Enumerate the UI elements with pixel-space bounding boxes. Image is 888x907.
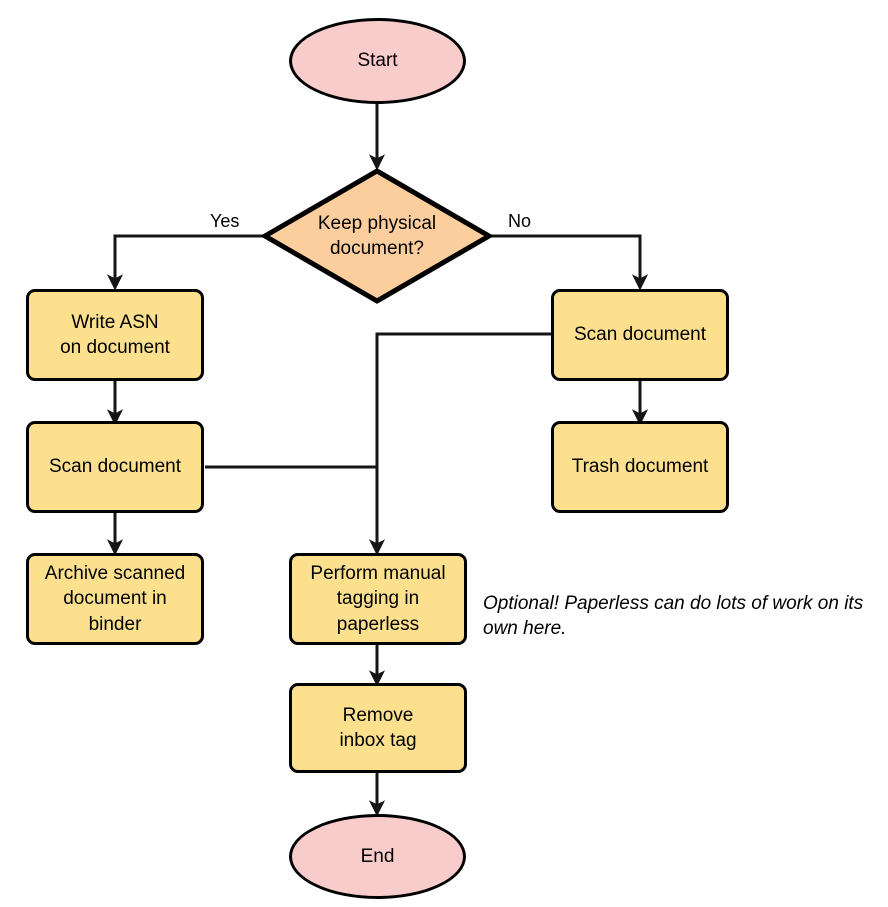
edge-decision-yes-to-write-asn — [106, 234, 265, 291]
diamond-shape — [262, 168, 492, 304]
node-decision-keep-physical-document[interactable]: Keep physical document? — [262, 168, 492, 304]
node-scan-document-right[interactable]: Scan document — [551, 289, 729, 381]
edge-scan-right-to-tagging — [368, 332, 552, 556]
edge-decision-no-to-scan-right — [489, 234, 649, 291]
node-scan-document-left[interactable]: Scan document — [26, 421, 204, 513]
node-archive-in-binder-label: Archive scanned document in binder — [44, 563, 186, 635]
node-scan-document-right-label: Scan document — [573, 324, 707, 346]
node-remove-inbox-tag-label: Remove inbox tag — [339, 704, 417, 751]
node-perform-manual-tagging[interactable]: Perform manual tagging in paperless — [289, 553, 467, 645]
node-end-label: End — [360, 845, 395, 867]
edge-label-yes: Yes — [210, 211, 240, 231]
node-perform-manual-tagging-label: Perform manual tagging in paperless — [310, 563, 446, 635]
node-trash-document-label: Trash document — [571, 456, 709, 478]
node-start[interactable]: Start — [289, 18, 466, 104]
node-end[interactable]: End — [289, 814, 466, 899]
node-scan-document-left-label: Scan document — [48, 456, 182, 478]
node-start-label: Start — [357, 50, 398, 72]
node-write-asn[interactable]: Write ASN on document — [26, 289, 204, 381]
node-decision-label: Keep physical document? — [317, 212, 437, 259]
node-remove-inbox-tag[interactable]: Remove inbox tag — [289, 683, 467, 773]
node-write-asn-label: Write ASN on document — [60, 311, 170, 358]
node-archive-in-binder[interactable]: Archive scanned document in binder — [26, 553, 204, 645]
annotation-optional-note: Optional! Paperless can do lots of work … — [483, 593, 864, 640]
edge-label-no: No — [508, 211, 532, 231]
node-trash-document[interactable]: Trash document — [551, 421, 729, 513]
